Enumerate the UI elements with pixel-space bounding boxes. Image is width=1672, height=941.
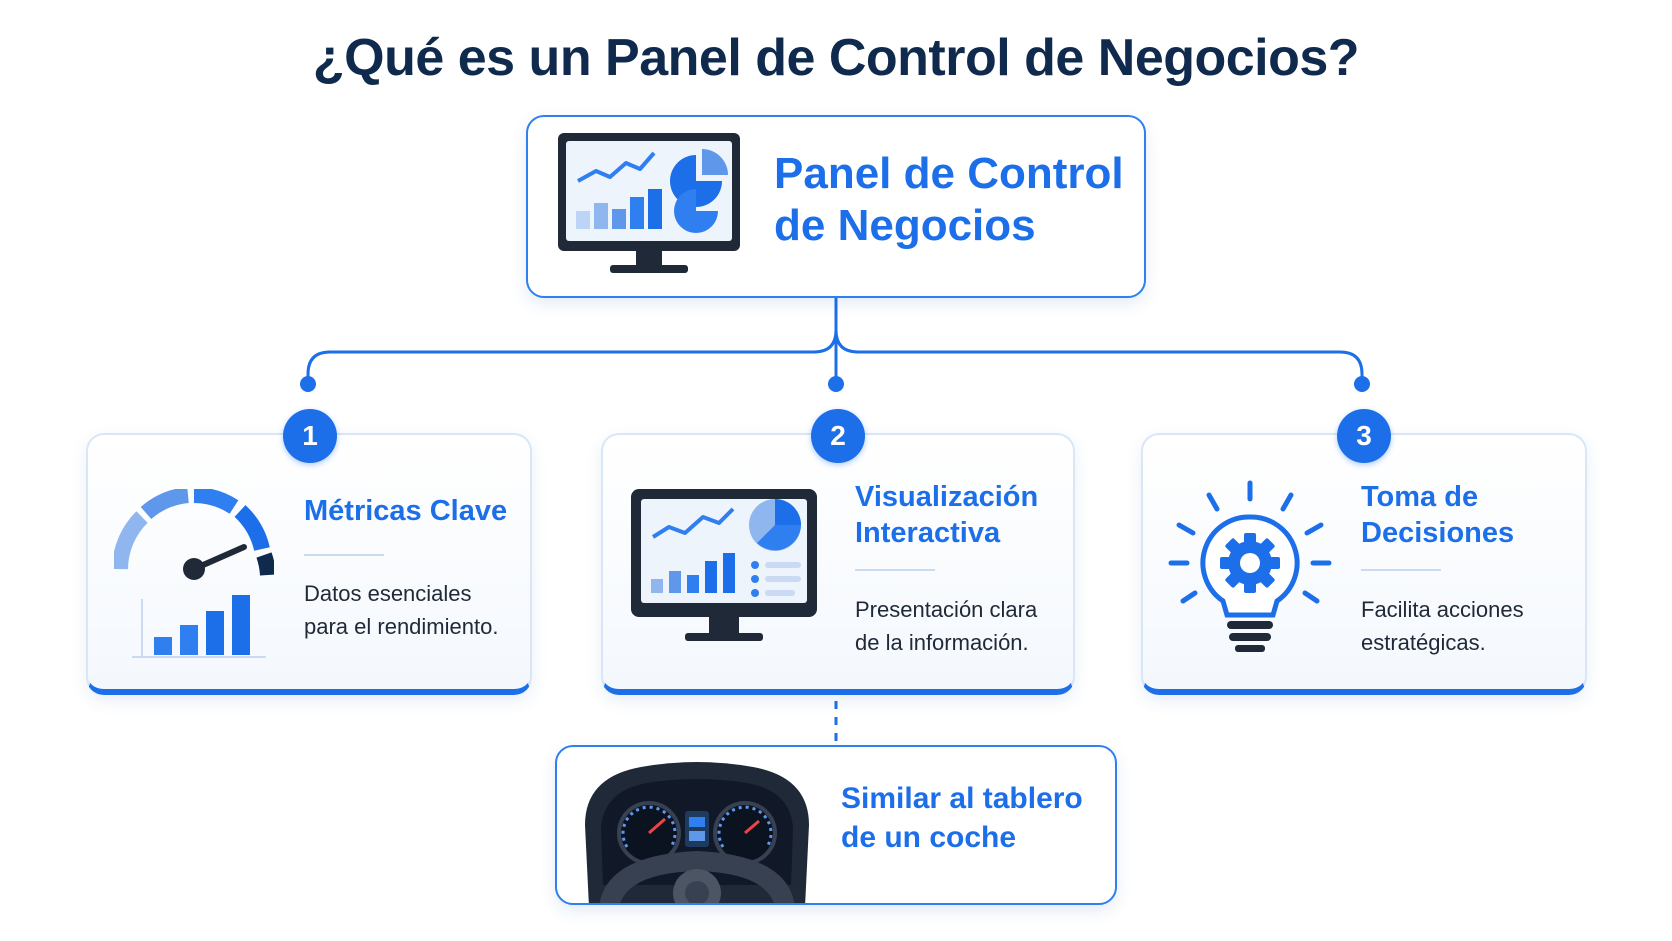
card-2-desc-line1: Presentación clara xyxy=(855,597,1038,622)
analogy-title-line2: de un coche xyxy=(841,821,1017,854)
card-3-title-line2: Decisiones xyxy=(1361,517,1515,549)
analogy-card: Similar al tablero de un coche xyxy=(555,745,1117,905)
card-2-divider xyxy=(855,569,935,571)
card-2-desc-line2: de la información. xyxy=(855,630,1029,655)
card-3-desc-line1: Facilita acciones xyxy=(1361,597,1524,622)
lightbulb-gear-icon xyxy=(1168,480,1332,652)
card-2-title-line2: Interactiva xyxy=(855,517,1001,549)
card-2-title-line1: Visualización xyxy=(855,481,1039,513)
main-title-line2: de Negocios xyxy=(774,201,1036,250)
car-dashboard-icon xyxy=(585,762,809,903)
card-1-desc-line1: Datos esenciales xyxy=(304,581,472,606)
card-visualizacion: 2 Visualización Interactiva Presentación… xyxy=(601,409,1075,695)
monitor-charts-icon xyxy=(631,489,817,641)
gauge-bar-chart-icon xyxy=(114,489,274,658)
page-title: ¿Qué es un Panel de Control de Negocios? xyxy=(312,29,1360,87)
step-badge-3: 3 xyxy=(1337,409,1391,463)
monitor-dashboard-icon xyxy=(558,133,740,273)
card-1-desc-line2: para el rendimiento. xyxy=(304,614,499,639)
main-concept-card: Panel de Control de Negocios xyxy=(526,115,1146,298)
analogy-title-line1: Similar al tablero xyxy=(841,782,1083,815)
card-1-divider xyxy=(304,554,384,556)
step-badge-2: 2 xyxy=(811,409,865,463)
card-3-title-line1: Toma de xyxy=(1361,481,1479,513)
step-badge-1: 1 xyxy=(283,409,337,463)
card-metricas: 1 Métricas Clave Datos esenciales para e… xyxy=(86,409,532,695)
card-3-desc-line2: estratégicas. xyxy=(1361,630,1486,655)
card-3-divider xyxy=(1361,569,1441,571)
card-decisiones: 3 Toma de Decisiones Facilita acciones e… xyxy=(1141,409,1587,695)
card-1-title: Métricas Clave xyxy=(304,495,508,527)
main-title-line1: Panel de Control xyxy=(774,149,1124,198)
